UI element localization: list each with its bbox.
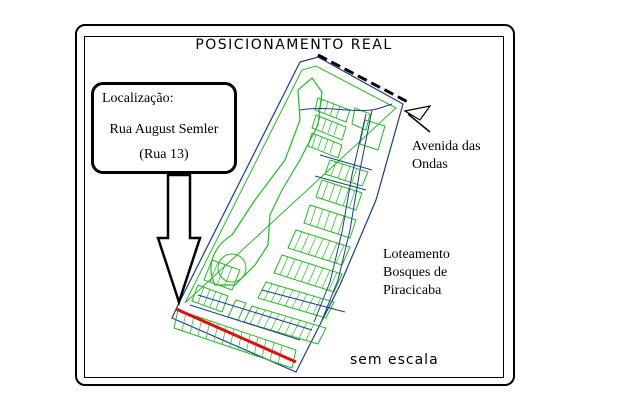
development-label-line1: Loteamento — [383, 247, 450, 262]
avenue-label-line2: Ondas — [412, 157, 448, 172]
location-heading: Localização: — [102, 91, 174, 106]
map-outer-frame — [75, 24, 515, 386]
location-street-alt-name: (Rua 13) — [139, 147, 189, 162]
location-street-name: Rua August Semler — [109, 122, 219, 137]
map-inner-frame — [84, 36, 504, 378]
development-outline — [171, 56, 404, 373]
upper-lot-blocks — [307, 97, 386, 159]
development-label-line2: Bosques de — [383, 265, 448, 280]
green-area-outline — [210, 77, 323, 286]
map-title: POSICIONAMENTO REAL — [195, 37, 393, 53]
internal-roads — [189, 103, 393, 341]
scale-note: sem escala — [350, 352, 439, 368]
location-callout-box: Localização: Rua August Semler (Rua 13) — [91, 82, 237, 174]
rua-august-semler-highlight — [175, 307, 297, 364]
avenue-pointer-arrow — [407, 113, 431, 133]
avenida-das-ondas-line — [317, 53, 409, 104]
lot-blocks — [173, 159, 369, 369]
avenue-label-line1: Avenida das — [412, 139, 481, 154]
development-label-line3: Piracicaba — [383, 283, 442, 298]
location-down-arrow — [156, 173, 202, 307]
